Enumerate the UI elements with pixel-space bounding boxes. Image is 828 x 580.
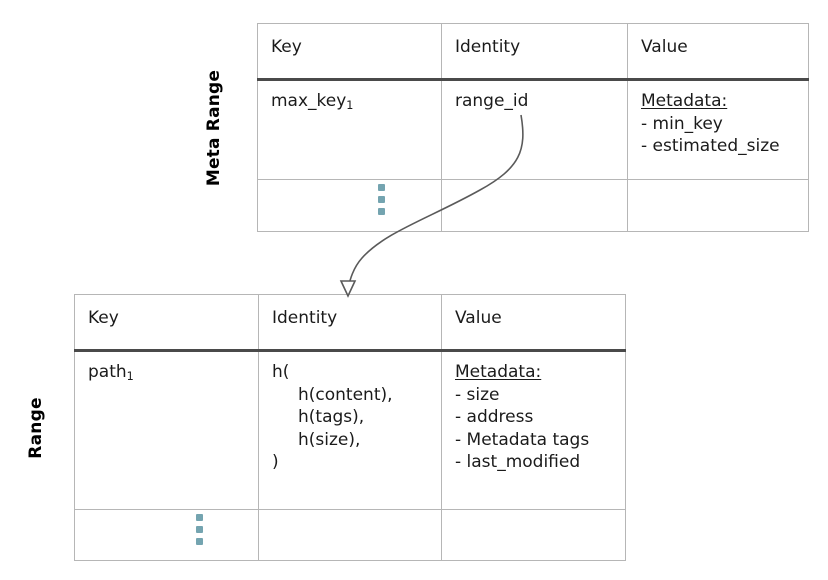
range-header-identity-label: Identity (272, 308, 338, 328)
meta-range-ellipsis-row (257, 179, 809, 232)
range-side-label: Range (26, 397, 46, 459)
meta-range-metadata-list: - min_key - estimated_size (641, 113, 797, 158)
range-key-text: path (88, 362, 127, 382)
range-ellipsis-identity-cell (258, 509, 442, 561)
range-cell-identity: h( h(content), h(tags), h(size), ) (258, 350, 442, 510)
range-header-row: Key Identity Value (74, 294, 626, 352)
meta-range-cell-value: Metadata: - min_key - estimated_size (627, 79, 809, 180)
range-ellipsis-cell (74, 509, 259, 561)
meta-range-data-row: max_key1 range_id Metadata: - min_key - … (257, 79, 809, 180)
meta-range-header-value: Value (627, 23, 809, 81)
range-data-row: path1 h( h(content), h(tags), h(size), )… (74, 350, 626, 510)
range-metadata-item: - address (455, 407, 534, 428)
range-header-key-label: Key (88, 308, 119, 328)
range-identity-arg: h(content), (298, 384, 393, 405)
range-metadata-item: - size (455, 384, 500, 405)
range-table: Key Identity Value path1 h( h(content), (74, 294, 626, 561)
range-ellipsis-row (74, 509, 626, 561)
range-cell-value: Metadata: - size - address - Metadata ta… (441, 350, 626, 510)
meta-range-metadata-item: - estimated_size (641, 136, 780, 157)
range-metadata-list: - size - address - Metadata tags - last_… (455, 384, 614, 474)
range-identity-arg: h(size), (298, 429, 361, 450)
range-header-value: Value (441, 294, 626, 352)
range-cell-key: path1 (74, 350, 259, 510)
meta-range-ellipsis-identity-cell (441, 179, 628, 232)
range-identity-close: ) (272, 452, 279, 473)
meta-range-metadata-heading: Metadata: (641, 91, 728, 111)
meta-range-metadata-item: - min_key (641, 113, 723, 134)
meta-range-key-subscript: 1 (346, 99, 354, 113)
meta-range-side-label: Meta Range (204, 69, 224, 187)
range-header-value-label: Value (455, 308, 502, 328)
meta-range-header-identity: Identity (441, 23, 628, 81)
range-ellipsis-value-cell (441, 509, 626, 561)
range-header-key: Key (74, 294, 259, 352)
meta-range-header-row: Key Identity Value (257, 23, 809, 81)
meta-range-header-key: Key (257, 23, 442, 81)
meta-range-header-identity-label: Identity (455, 37, 521, 57)
meta-range-ellipsis-cell (257, 179, 442, 232)
meta-range-identity-text: range_id (455, 91, 529, 111)
meta-range-ellipsis-value-cell (627, 179, 809, 232)
range-header-identity: Identity (258, 294, 442, 352)
range-metadata-item: - Metadata tags (455, 429, 590, 450)
range-identity-arg: h(tags), (298, 407, 365, 428)
meta-range-table: Key Identity Value max_key1 range_id Met… (257, 23, 809, 232)
range-key-subscript: 1 (126, 370, 134, 384)
range-metadata-heading: Metadata: (455, 362, 542, 382)
meta-range-header-value-label: Value (641, 37, 688, 57)
meta-range-cell-identity: range_id (441, 79, 628, 180)
vertical-ellipsis-icon (377, 184, 385, 215)
vertical-ellipsis-icon (195, 514, 203, 545)
meta-range-header-key-label: Key (271, 37, 302, 57)
meta-range-cell-key: max_key1 (257, 79, 442, 180)
meta-range-key-text: max_key (271, 91, 347, 111)
range-identity-open: h( (272, 362, 290, 382)
range-metadata-item: - last_modified (455, 452, 581, 473)
range-identity-expression: h( h(content), h(tags), h(size), ) (272, 361, 430, 474)
